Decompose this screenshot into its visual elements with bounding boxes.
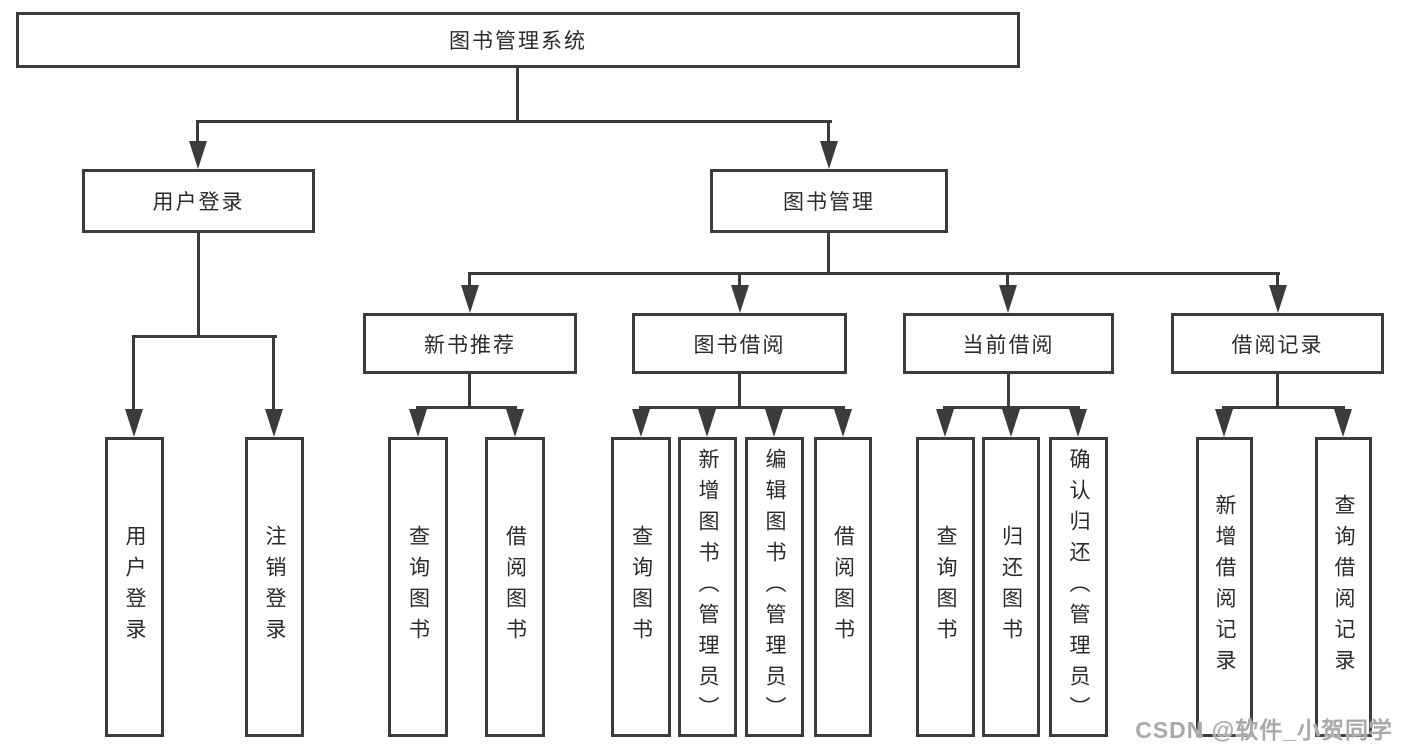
arrowhead-new-book-icon xyxy=(461,285,479,313)
leaf-borrow-books-2: 借阅图书 xyxy=(814,437,872,737)
arrowhead-leaf-icon xyxy=(1069,409,1087,437)
leaf-label: 查询图书 xyxy=(934,525,957,649)
arrowhead-leaf-icon xyxy=(936,409,954,437)
connector-new-book-stem xyxy=(468,374,471,408)
connector-drop-new-book xyxy=(468,272,471,288)
arrowhead-leaf-icon xyxy=(506,409,524,437)
node-root-label: 图书管理系统 xyxy=(449,30,587,53)
arrowhead-leaf-icon xyxy=(1002,409,1020,437)
leaf-label: 确认归还（管理员） xyxy=(1067,447,1090,727)
leaf-label: 新增图书（管理员） xyxy=(696,447,719,727)
leaf-label: 查询图书 xyxy=(406,525,430,649)
node-borrowing-records-label: 借阅记录 xyxy=(1231,333,1324,357)
leaf-query-books-2: 查询图书 xyxy=(611,437,671,737)
arrowhead-book-borrow-icon xyxy=(731,285,749,313)
leaf-label: 编辑图书（管理员） xyxy=(763,447,786,727)
leaf-add-borrow-record: 新增借阅记录 xyxy=(1196,437,1253,737)
arrowhead-leaf-icon xyxy=(632,409,650,437)
connector-book-borrow-stem xyxy=(738,374,741,408)
node-new-book-recommend-label: 新书推荐 xyxy=(424,333,516,357)
leaf-label: 借阅图书 xyxy=(503,525,527,649)
connector-drop-book-mgmt xyxy=(827,120,830,143)
connector-drop-logout xyxy=(272,335,275,411)
arrowhead-leaf-icon xyxy=(834,409,852,437)
arrowhead-leaf-icon xyxy=(765,409,783,437)
connector-drop-current-borrow xyxy=(1006,272,1009,288)
arrowhead-logout-icon xyxy=(265,409,283,437)
leaf-label: 归还图书 xyxy=(999,525,1023,649)
leaf-logout: 注销登录 xyxy=(245,437,304,737)
arrowhead-login-icon xyxy=(125,409,143,437)
connector-root-bus xyxy=(196,120,832,123)
leaf-return-books: 归还图书 xyxy=(982,437,1040,737)
connector-user-login-stem xyxy=(197,233,200,337)
arrowhead-leaf-icon xyxy=(1334,409,1352,437)
node-borrowing-records: 借阅记录 xyxy=(1171,313,1384,374)
leaf-borrow-books-1: 借阅图书 xyxy=(485,437,545,737)
leaf-label: 借阅图书 xyxy=(831,525,855,649)
arrowhead-leaf-icon xyxy=(1215,409,1233,437)
arrowhead-current-borrow-icon xyxy=(999,285,1017,313)
connector-root-stem xyxy=(516,68,519,122)
connector-borrow-record-bus xyxy=(1222,406,1345,409)
arrowhead-leaf-icon xyxy=(698,409,716,437)
connector-current-borrow-bus xyxy=(943,406,1080,409)
node-root: 图书管理系统 xyxy=(16,12,1020,68)
connector-book-mgmt-stem xyxy=(827,233,830,274)
leaf-confirm-return-admin: 确认归还（管理员） xyxy=(1049,437,1108,737)
leaf-query-books-1: 查询图书 xyxy=(388,437,448,737)
leaf-label: 查询图书 xyxy=(629,525,653,649)
node-current-borrowing-label: 当前借阅 xyxy=(962,333,1055,357)
arrowhead-borrow-record-icon xyxy=(1269,285,1287,313)
connector-borrow-record-stem xyxy=(1276,374,1279,408)
leaf-query-books-3: 查询图书 xyxy=(916,437,975,737)
csdn-watermark: CSDN @软件_小贺同学 xyxy=(1135,717,1393,743)
node-user-login-label: 用户登录 xyxy=(152,191,245,214)
leaf-label: 新增借阅记录 xyxy=(1213,494,1236,680)
leaf-add-books-admin: 新增图书（管理员） xyxy=(678,437,737,737)
node-book-management-label: 图书管理 xyxy=(783,191,875,214)
arrowhead-leaf-icon xyxy=(409,409,427,437)
node-book-borrowing-label: 图书借阅 xyxy=(693,333,786,357)
node-book-management: 图书管理 xyxy=(710,169,948,233)
arrowhead-book-mgmt-icon xyxy=(820,141,838,169)
connector-user-login-bus xyxy=(132,335,277,338)
leaf-query-borrow-record: 查询借阅记录 xyxy=(1315,437,1372,737)
leaf-label: 注销登录 xyxy=(263,525,286,649)
node-user-login: 用户登录 xyxy=(82,169,315,233)
leaf-user-login: 用户登录 xyxy=(105,437,164,737)
connector-drop-book-borrow xyxy=(738,272,741,288)
node-current-borrowing: 当前借阅 xyxy=(903,313,1114,374)
connector-book-mgmt-bus xyxy=(468,272,1280,275)
connector-drop-login xyxy=(132,335,135,411)
arrowhead-user-login-icon xyxy=(189,141,207,169)
node-book-borrowing: 图书借阅 xyxy=(632,313,847,374)
leaf-edit-books-admin: 编辑图书（管理员） xyxy=(745,437,804,737)
connector-current-borrow-stem xyxy=(1007,374,1010,408)
connector-book-borrow-bus xyxy=(639,406,845,409)
connector-drop-borrow-record xyxy=(1276,272,1279,288)
leaf-label: 用户登录 xyxy=(123,525,146,649)
connector-drop-user-login xyxy=(196,120,199,143)
leaf-label: 查询借阅记录 xyxy=(1332,494,1355,680)
connector-new-book-bus xyxy=(416,406,517,409)
node-new-book-recommend: 新书推荐 xyxy=(363,313,577,374)
